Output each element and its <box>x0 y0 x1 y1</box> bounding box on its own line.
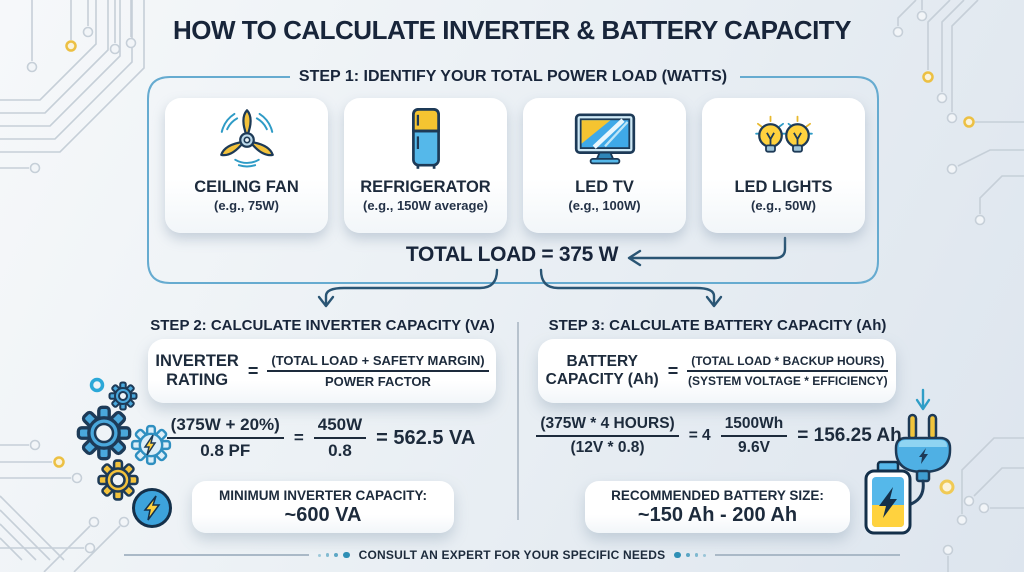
appliance-example: (e.g., 100W) <box>568 198 641 213</box>
result-label: RECOMMENDED BATTERY SIZE: <box>611 487 824 503</box>
appliance-card-ceiling-fan: CEILING FAN (e.g., 75W) <box>165 98 328 233</box>
battery-calc-result: = 156.25 Ah <box>797 425 902 446</box>
ring-icon <box>89 377 105 393</box>
circuit-trace-top-left <box>0 0 145 174</box>
result-value: ~600 VA <box>284 503 362 526</box>
appliance-name: CEILING FAN <box>194 178 299 196</box>
column-divider <box>517 322 519 520</box>
appliance-name: LED TV <box>575 178 634 196</box>
appliance-example: (e.g., 75W) <box>213 198 279 213</box>
fraction-denominator: POWER FACTOR <box>325 374 431 389</box>
appliance-card-refrigerator: REFRIGERATOR (e.g., 150W average) <box>344 98 507 233</box>
equals-sign: = 4 <box>688 427 711 444</box>
footer-divider-line <box>715 554 901 556</box>
step1-panel-border <box>147 76 879 284</box>
calc-fraction: (375W + 20%) 0.8 PF <box>166 415 284 461</box>
appliance-example: (e.g., 50W) <box>750 198 816 213</box>
result-value: ~150 Ah - 200 Ah <box>637 503 798 526</box>
total-load-label: TOTAL LOAD = 375 W <box>405 243 619 266</box>
footer-dots-right <box>674 551 707 559</box>
calc-fraction: (375W * 4 HOURS) (12V * 0.8) <box>536 415 679 457</box>
fraction-numerator: (TOTAL LOAD + SAFETY MARGIN) <box>267 353 489 372</box>
battery-result-box: RECOMMENDED BATTERY SIZE: ~150 Ah - 200 … <box>585 481 850 533</box>
plug-pointer-arrow <box>915 388 931 411</box>
inverter-formula-box: INVERTER RATING = (TOTAL LOAD + SAFETY M… <box>148 339 496 403</box>
battery-calculation: (375W * 4 HOURS) (12V * 0.8) = 4 1500Wh … <box>528 415 910 457</box>
fraction-denominator: (SYSTEM VOLTAGE * EFFICIENCY) <box>688 374 888 388</box>
appliance-name: LED LIGHTS <box>734 178 833 196</box>
equals-sign: = <box>247 360 259 381</box>
refrigerator-icon <box>411 108 440 169</box>
lightning-bolt-icon <box>143 434 157 456</box>
step2-branch-arrow <box>317 268 499 308</box>
total-load-arrow <box>627 236 787 267</box>
appliance-cards-row: CEILING FAN (e.g., 75W) REFRIGERATOR (e.… <box>158 98 872 233</box>
battery-icon <box>864 460 955 535</box>
battery-formula-box: BATTERY CAPACITY (Ah) = (TOTAL LOAD * BA… <box>538 339 896 403</box>
gears-decoration <box>76 377 172 528</box>
ceiling-fan-icon <box>219 109 274 168</box>
step3-header: STEP 3: CALCULATE BATTERY CAPACITY (Ah) <box>548 317 887 334</box>
equals-sign: = <box>667 360 679 381</box>
step2-header: STEP 2: CALCULATE INVERTER CAPACITY (VA) <box>150 317 495 334</box>
yellow-node <box>939 479 955 495</box>
formula-fraction: (TOTAL LOAD + SAFETY MARGIN) POWER FACTO… <box>267 353 489 389</box>
inverter-calculation: (375W + 20%) 0.8 PF = 450W 0.8 = 562.5 V… <box>140 415 502 461</box>
power-plug-icon <box>894 413 952 528</box>
circuit-trace-bottom-right <box>942 437 1024 572</box>
inverter-result-box: MINIMUM INVERTER CAPACITY: ~600 VA <box>192 481 454 533</box>
footer-divider-line <box>123 554 309 556</box>
appliance-card-led-tv: LED TV (e.g., 100W) <box>523 98 686 233</box>
led-tv-icon <box>574 113 635 165</box>
appliance-example: (e.g., 150W average) <box>363 198 488 213</box>
footer-text: CONSULT AN EXPERT FOR YOUR SPECIFIC NEED… <box>358 548 666 562</box>
equals-sign: = <box>293 428 304 447</box>
formula-fraction: (TOTAL LOAD * BACKUP HOURS) (SYSTEM VOLT… <box>687 354 889 388</box>
lightning-bolt-icon <box>879 487 897 518</box>
inverter-calc-result: = 562.5 VA <box>376 426 476 449</box>
calc-fraction: 450W 0.8 <box>313 415 367 461</box>
appliance-card-led-lights: LED LIGHTS (e.g., 50W) <box>702 98 865 233</box>
footer-note: CONSULT AN EXPERT FOR YOUR SPECIFIC NEED… <box>0 548 1024 562</box>
footer-dots-left <box>317 551 350 559</box>
result-label: MINIMUM INVERTER CAPACITY: <box>219 487 427 503</box>
formula-label: INVERTER RATING <box>155 352 239 389</box>
appliance-name: REFRIGERATOR <box>360 178 491 196</box>
step1-header: STEP 1: IDENTIFY YOUR TOTAL POWER LOAD (… <box>298 68 728 85</box>
step3-branch-arrow <box>539 268 723 308</box>
fraction-numerator: (TOTAL LOAD * BACKUP HOURS) <box>687 354 889 372</box>
page-title: HOW TO CALCULATE INVERTER & BATTERY CAPA… <box>172 15 852 45</box>
formula-label: BATTERY CAPACITY (Ah) <box>545 353 659 388</box>
calc-fraction: 1500Wh 9.6V <box>720 415 788 457</box>
circuit-trace-top-right <box>892 0 1024 226</box>
led-lights-icon <box>754 115 813 153</box>
lightning-bolt-icon <box>143 495 161 521</box>
circuit-trace-bottom-left <box>0 439 130 572</box>
